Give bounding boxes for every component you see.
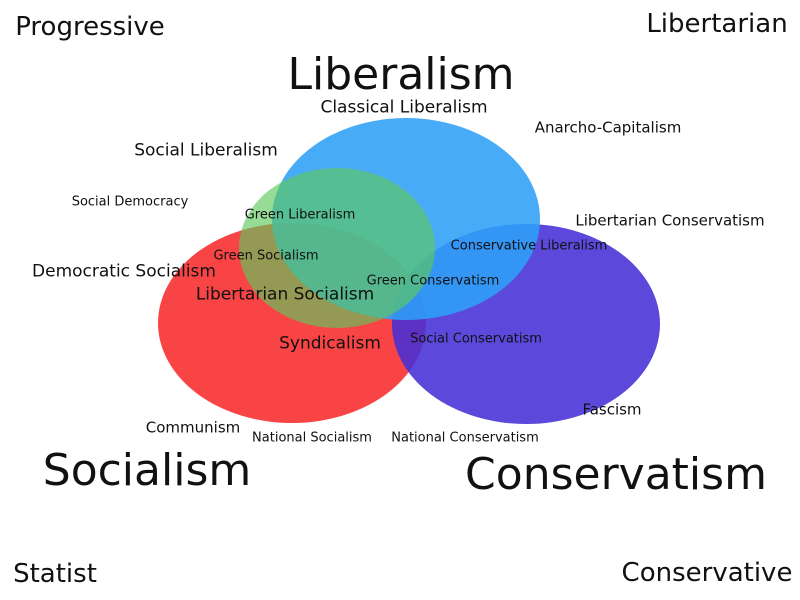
label-communism: Communism	[145, 418, 241, 437]
label-democratic-socialism: Democratic Socialism	[32, 261, 216, 282]
label-libertarian-conservatism: Libertarian Conservatism	[575, 211, 765, 230]
liberalism-title: Liberalism	[287, 49, 515, 100]
corner-progressive: Progressive	[15, 12, 165, 42]
label-green-liberalism: Green Liberalism	[244, 207, 356, 223]
label-social-liberalism: Social Liberalism	[134, 140, 278, 161]
label-conservative-liberalism: Conservative Liberalism	[450, 238, 608, 254]
label-green-socialism: Green Socialism	[213, 248, 319, 264]
socialism-title: Socialism	[42, 445, 252, 496]
label-national-conservatism: National Conservatism	[391, 430, 539, 446]
corner-libertarian: Libertarian	[646, 9, 788, 39]
label-green-conservatism: Green Conservatism	[366, 273, 500, 289]
label-anarcho-capitalism: Anarcho-Capitalism	[534, 118, 682, 137]
label-libertarian-socialism: Libertarian Socialism	[195, 284, 375, 305]
label-fascism: Fascism	[582, 400, 642, 419]
corner-conservative: Conservative	[621, 558, 793, 588]
conservatism-title: Conservatism	[465, 449, 767, 500]
label-social-conservatism: Social Conservatism	[410, 331, 542, 347]
label-social-democracy: Social Democracy	[71, 194, 189, 210]
corner-statist: Statist	[13, 559, 97, 589]
green-circle	[239, 168, 435, 328]
label-national-socialism: National Socialism	[252, 430, 372, 446]
label-classical-liberalism: Classical Liberalism	[320, 97, 488, 118]
label-syndicalism: Syndicalism	[279, 333, 381, 354]
